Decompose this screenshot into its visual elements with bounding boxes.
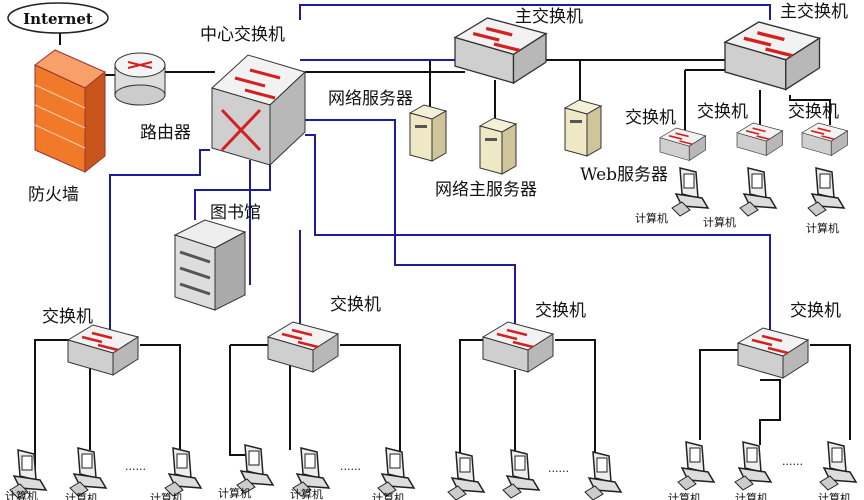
computer-icon: [164, 447, 202, 497]
firewall-label: 防火墙: [28, 185, 79, 205]
computer-label: 计算机: [668, 491, 701, 500]
computer-icon: [734, 441, 772, 491]
switch-label: 交换机: [42, 307, 93, 327]
ellipsis: ......: [340, 460, 361, 473]
computers-group-2: ...... 计算机 计算机 计算机: [218, 444, 415, 500]
computer-label: 计算机: [5, 489, 38, 500]
main-switch-1-icon: [453, 16, 548, 85]
computer-icon: [502, 449, 540, 499]
web-server-icon: [564, 99, 602, 157]
computer-label: 计算机: [806, 221, 839, 235]
computer-label: 计算机: [218, 486, 251, 500]
switch-label: 交换机: [330, 295, 381, 315]
switch-icon: [736, 326, 810, 380]
switch-label: 交换机: [697, 102, 748, 122]
library-label: 图书馆: [210, 203, 261, 223]
computer-icon: [671, 167, 709, 217]
ellipsis: ......: [548, 462, 569, 475]
computer-icon: [739, 167, 777, 217]
computer-label: 计算机: [818, 491, 851, 500]
computer-label: 计算机: [290, 487, 323, 500]
computer-label: 计算机: [150, 491, 183, 500]
switch-icon: [66, 323, 140, 377]
switch-icon: [481, 320, 555, 374]
main-server-icon: [479, 117, 517, 175]
switch-label: 交换机: [788, 102, 839, 122]
ellipsis: ......: [782, 455, 803, 468]
computers-group-1: ...... 计算机 计算机 计算机: [5, 447, 202, 500]
ellipsis: ......: [125, 460, 146, 473]
main-switch-2-label: 主交换机: [780, 2, 848, 22]
firewall-icon: [34, 49, 106, 174]
computer-label: 计算机: [735, 491, 768, 500]
internet-cloud: Internet: [7, 2, 109, 34]
switch-label: 交换机: [790, 301, 841, 321]
computer-icon: [236, 444, 274, 494]
computers-group-3: ......: [447, 449, 622, 500]
computer-icon: [584, 451, 622, 500]
computer-label: 计算机: [65, 491, 98, 500]
main-switch-1-label: 主交换机: [515, 7, 583, 27]
computer-icon: [69, 447, 107, 497]
computer-icon: [447, 451, 485, 500]
computer-label: 计算机: [703, 215, 736, 229]
switch-icon: [266, 320, 340, 374]
switch-icon: [659, 127, 707, 162]
computer-icon: [377, 447, 415, 497]
main-server-label: 网络主服务器: [435, 180, 537, 200]
web-server-label: Web服务器: [580, 165, 668, 185]
switch-icon: [801, 122, 849, 157]
core-switch-icon: [211, 54, 306, 167]
computer-icon: [819, 441, 857, 491]
core-switch-label: 中心交换机: [200, 25, 285, 45]
router-label: 路由器: [140, 123, 191, 143]
links: [34, 4, 851, 470]
internet-label: Internet: [23, 10, 93, 28]
computer-label: 计算机: [635, 211, 668, 225]
computers-group-4: ...... 计算机 计算机 计算机: [668, 441, 857, 500]
switch-label: 交换机: [625, 108, 676, 128]
network-server-label: 网络服务器: [328, 89, 413, 109]
computer-label: 计算机: [372, 491, 405, 500]
switch-label: 交换机: [535, 301, 586, 321]
network-server-icon: [409, 104, 447, 162]
computer-icon: [807, 167, 845, 217]
computer-icon: [677, 441, 715, 491]
router-icon: [114, 52, 166, 106]
library-building-icon: [173, 219, 247, 311]
switch-icon: [736, 122, 784, 157]
main-switch-2-icon: [723, 20, 822, 92]
